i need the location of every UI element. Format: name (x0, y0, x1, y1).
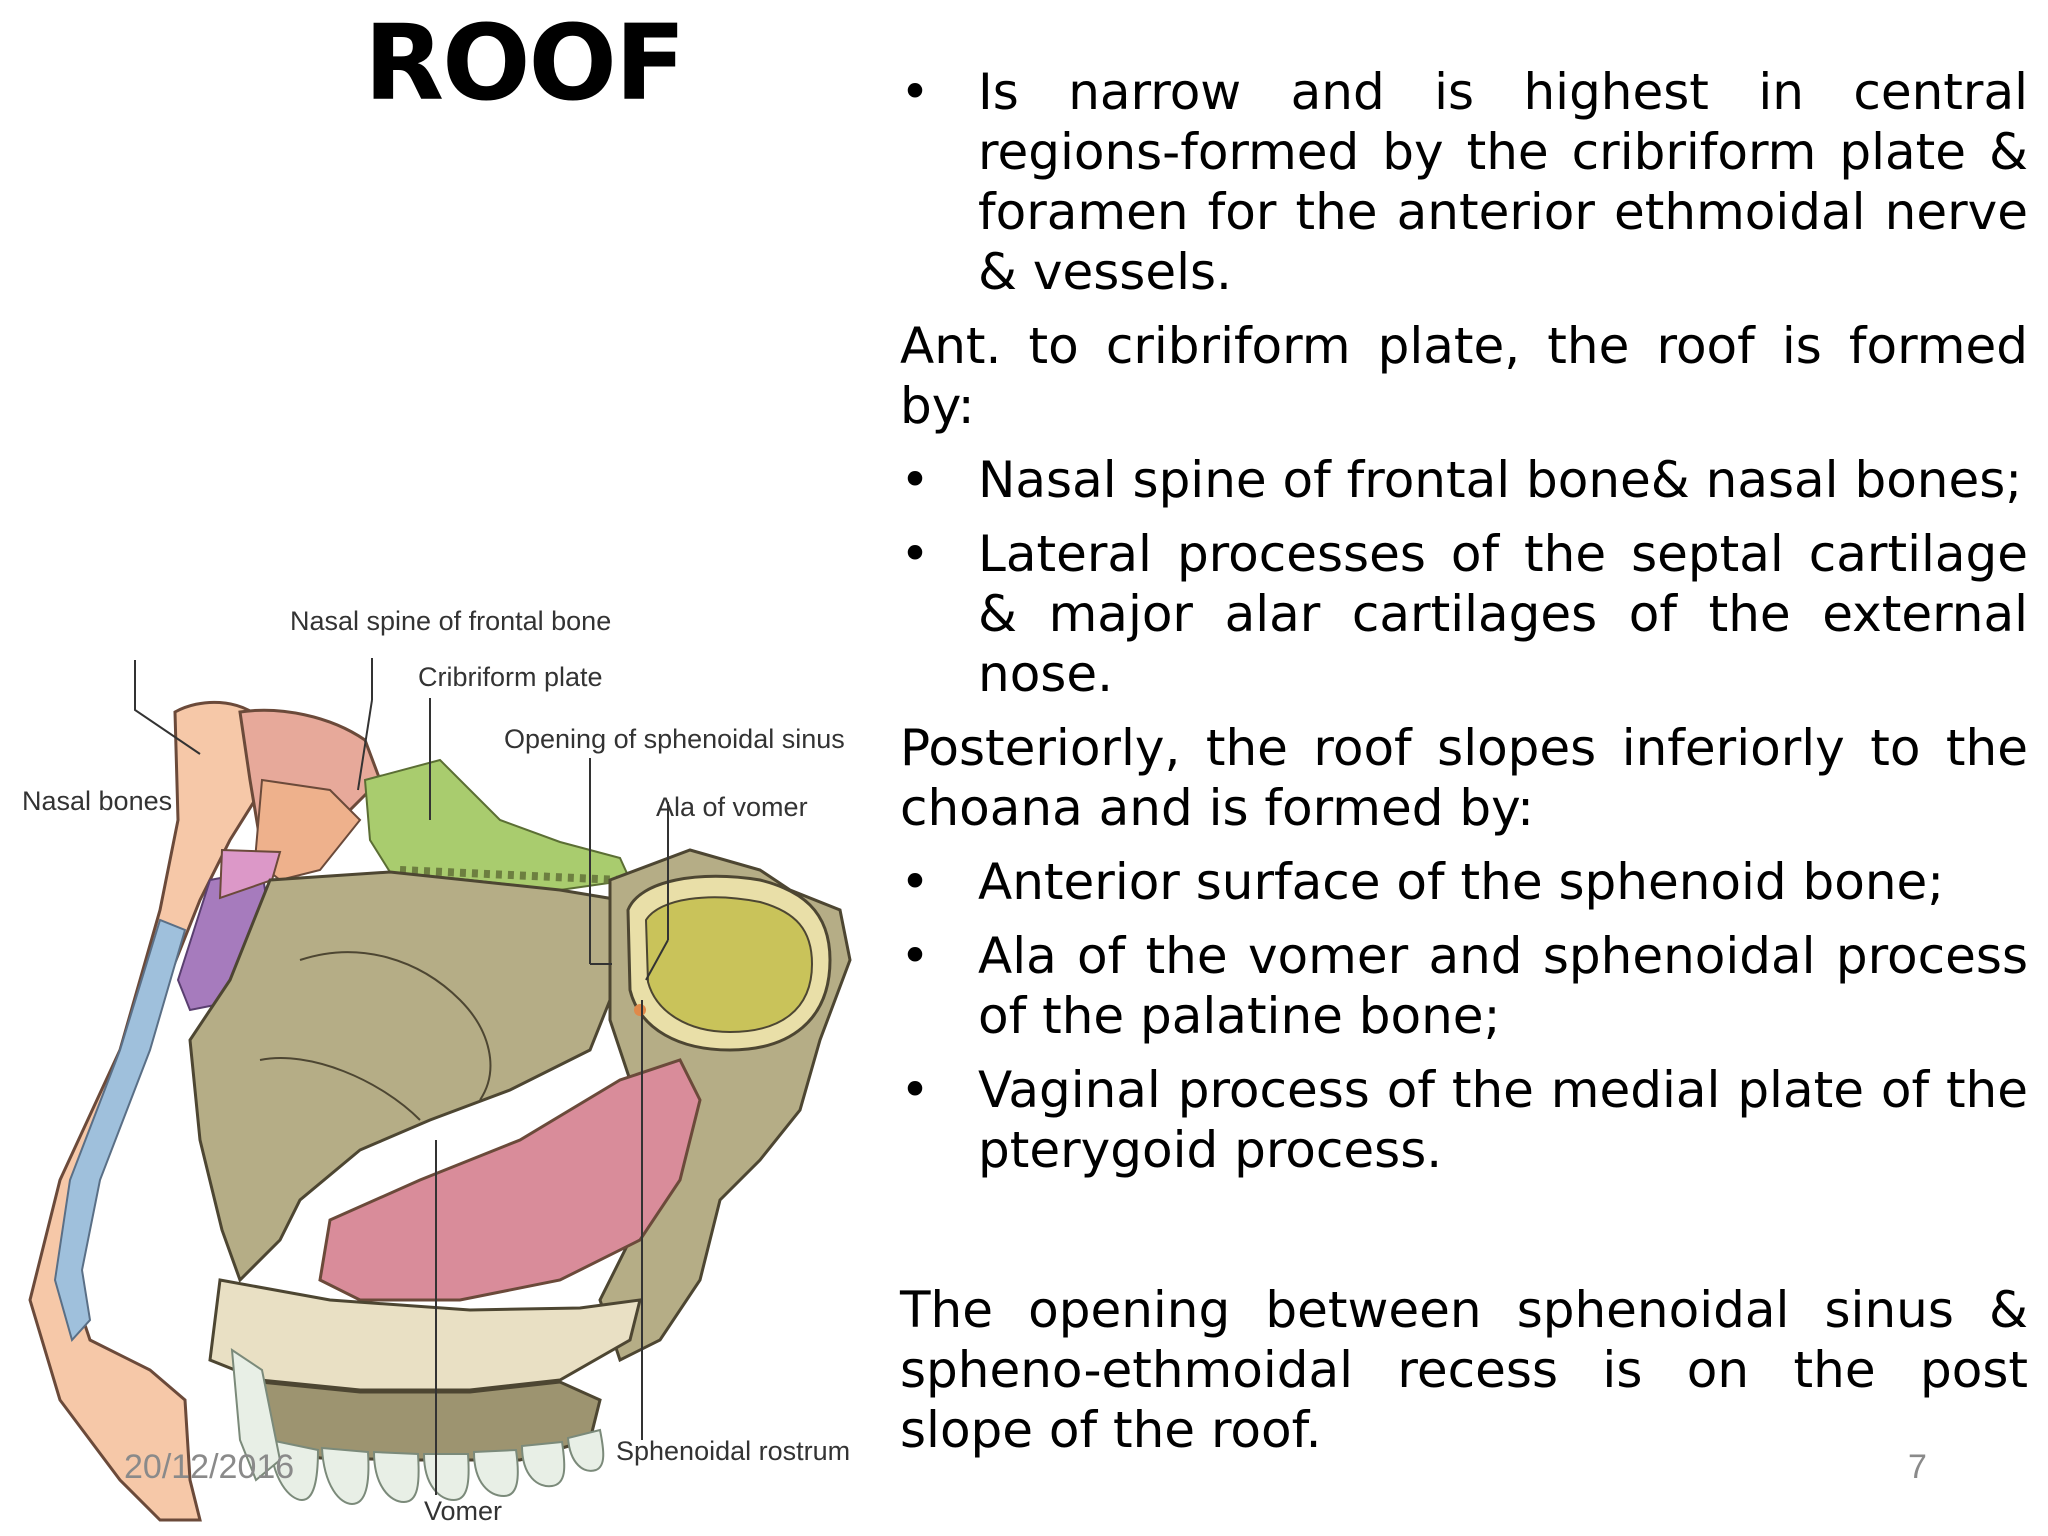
bullet-item: • Anterior surface of the sphenoid bone; (900, 852, 2028, 912)
bullet-item: • Is narrow and is highest in central re… (900, 62, 2028, 302)
bullet-dot: • (900, 1061, 930, 1119)
label-opening-sphenoidal: Opening of sphenoidal sinus (504, 724, 845, 754)
bullet-dot: • (900, 853, 930, 911)
bullet-item: • Ala of the vomer and sphenoidal proces… (900, 926, 2028, 1046)
label-vomer: Vomer (424, 1496, 502, 1526)
septum-pink (318, 1058, 702, 1302)
footer-date: 20/12/2016 (124, 1448, 295, 1486)
incisor (230, 1348, 282, 1482)
bullet-dot: • (900, 63, 930, 121)
bullet-item: • Nasal spine of frontal bone& nasal bon… (900, 450, 2028, 510)
label-nasal-bones: Nasal bones (22, 786, 172, 816)
label-sphenoidal-rostrum: Sphenoidal rostrum (616, 1436, 850, 1466)
paragraph: The opening between sphenoidal sinus & s… (900, 1281, 2028, 1459)
label-cribriform: Cribriform plate (418, 662, 603, 692)
page-number: 7 (1908, 1448, 1927, 1486)
bullet-text: Anterior surface of the sphenoid bone; (978, 853, 1945, 911)
rostrum-dot (634, 1004, 646, 1016)
bullet-item: • Vaginal process of the medial plate of… (900, 1060, 2028, 1180)
nasal-cavity-diagram: Nasal spine of frontal bone Cribriform p… (0, 580, 890, 1536)
bullet-text: Lateral processes of the septal cartilag… (978, 525, 2028, 703)
bullet-dot: • (900, 451, 930, 509)
slide-title: ROOF (364, 2, 686, 124)
cribriform-green (363, 758, 632, 892)
bullet-text: Nasal spine of frontal bone& nasal bones… (978, 451, 2023, 509)
bullet-item: • Lateral processes of the septal cartil… (900, 524, 2028, 704)
bullet-text: Ala of the vomer and sphenoidal process … (978, 927, 2028, 1045)
paragraph: Ant. to cribriform plate, the roof is fo… (900, 317, 2028, 435)
bullet-dot: • (900, 927, 930, 985)
teeth (268, 1428, 605, 1506)
label-nasal-spine: Nasal spine of frontal bone (290, 606, 611, 636)
cartilage-strip (53, 918, 187, 1343)
roof-description: • Is narrow and is highest in central re… (900, 62, 2028, 1474)
spacer (900, 1194, 2028, 1280)
paragraph: Posteriorly, the roof slopes inferiorly … (900, 719, 2028, 837)
bullet-text: Vaginal process of the medial plate of t… (978, 1061, 2028, 1179)
label-ala-vomer: Ala of vomer (656, 792, 808, 822)
bullet-dot: • (900, 525, 930, 583)
bullet-text: Is narrow and is highest in central regi… (978, 63, 2028, 301)
diagram-svg: Nasal spine of frontal bone Cribriform p… (22, 606, 852, 1526)
sphenoid-sinus (644, 896, 814, 1034)
